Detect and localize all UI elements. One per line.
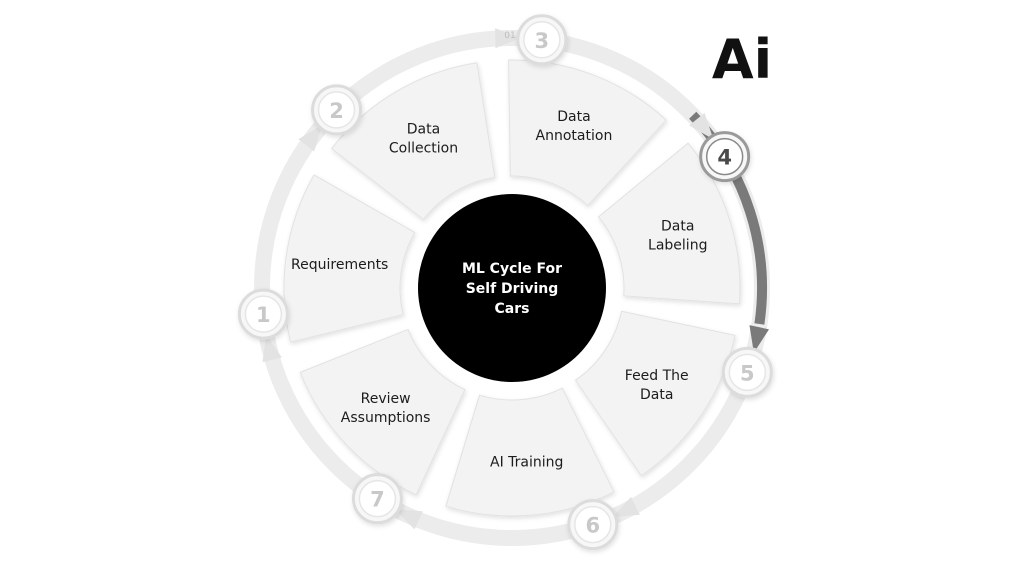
center-title-line: Self Driving	[466, 281, 559, 297]
step-number: 7	[370, 488, 385, 512]
step-number-badge: 5	[721, 346, 773, 398]
segment-step-6: AI Training 6	[445, 387, 619, 551]
badge-inner-circle	[244, 295, 283, 333]
center-title-line: Cars	[495, 301, 530, 317]
ring-arrow-icon	[612, 496, 640, 518]
logo-text: Ai	[712, 28, 772, 91]
cycle-start-marker: 01	[504, 31, 515, 41]
step-number-badge: 6	[567, 499, 619, 551]
brand-logo: Ai	[712, 28, 772, 91]
step-number: 3	[535, 29, 550, 53]
segment-label-line: Data	[661, 219, 694, 235]
segment-label-line: Feed The	[625, 368, 689, 384]
segment-label-line: AI Training	[490, 454, 563, 470]
step-number-badge: 2	[311, 84, 363, 136]
segment-label-line: Review	[361, 391, 411, 407]
ring-arrow-icon	[495, 28, 522, 49]
step-number: 5	[740, 361, 755, 385]
step-number-badge: 4	[699, 131, 751, 183]
segment-shape	[445, 387, 615, 517]
segment-label: Requirements	[291, 257, 388, 273]
ring-arrow-icon	[298, 124, 323, 152]
segment-label-line: Assumptions	[341, 410, 431, 426]
badge-inner-circle	[574, 505, 612, 544]
center-title-line: ML Cycle For	[462, 261, 562, 277]
ring-arrow-icon	[262, 334, 282, 363]
cycle-ring	[254, 28, 770, 546]
badge-inner-circle	[523, 21, 561, 59]
segment-label-line: Data	[407, 122, 440, 138]
segment-label-line: Labeling	[648, 238, 707, 254]
segment-label: AI Training	[490, 454, 563, 470]
start-marker-text: 01	[504, 31, 515, 41]
ring-arrow-icon	[395, 509, 423, 530]
segment-label-line: Data	[640, 387, 673, 403]
badge-inner-circle	[317, 91, 356, 129]
segment-label-line: Data	[557, 109, 590, 125]
segment-label-line: Annotation	[536, 128, 613, 144]
step-number: 1	[256, 303, 271, 327]
segment-step-1: Requirements 1	[237, 174, 416, 343]
step-number: 4	[717, 146, 732, 170]
step-number-badge: 7	[351, 473, 403, 525]
badge-inner-circle	[705, 137, 744, 176]
ring-arrow-icon	[689, 112, 714, 140]
segment-label-line: Collection	[389, 141, 458, 157]
badge-inner-circle	[728, 353, 767, 392]
badge-inner-circle	[358, 479, 397, 518]
step-number-badge: 1	[237, 288, 289, 340]
step-number: 6	[585, 514, 600, 538]
step-number-badge: 3	[516, 14, 568, 66]
segment-label-line: Requirements	[291, 257, 388, 273]
step-number: 2	[329, 99, 344, 123]
ring-arrow-icon	[749, 325, 770, 353]
